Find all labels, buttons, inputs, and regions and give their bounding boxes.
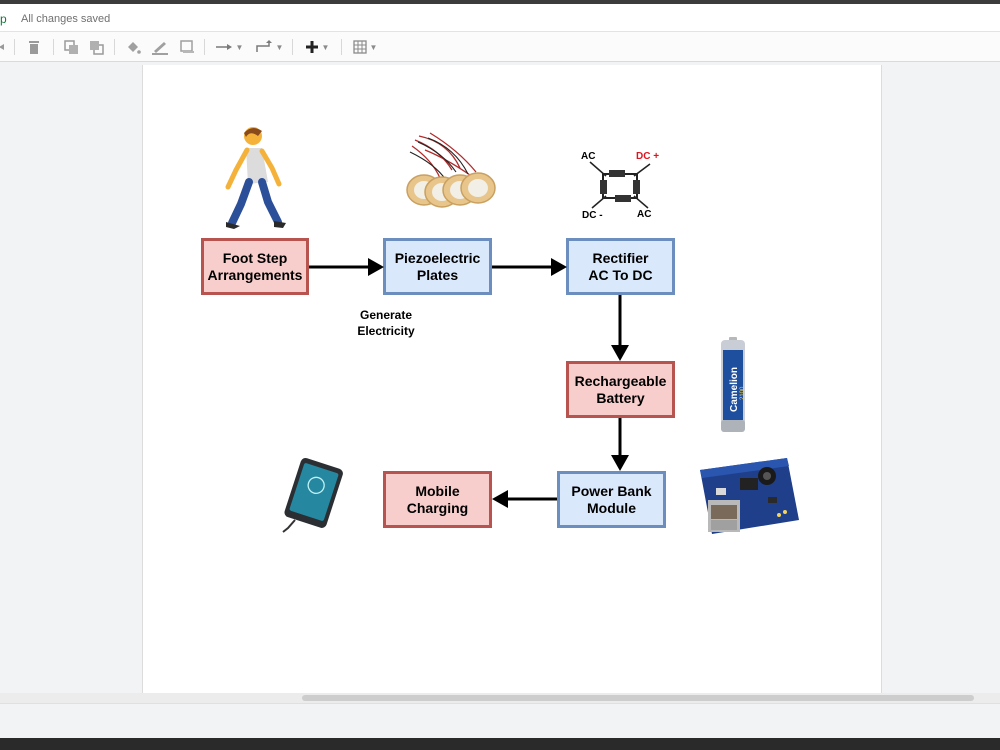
node-foot-step-arrangements[interactable]: Foot Step Arrangements [201,238,309,295]
horizontal-scrollbar-thumb[interactable] [302,695,974,701]
window-top-border [0,0,1000,4]
delete-icon[interactable] [25,38,43,56]
to-back-icon[interactable] [87,38,105,56]
connection-icon[interactable]: ▼ [214,38,244,56]
toolbar-separator [292,39,293,55]
toolbar-separator [341,39,342,55]
fill-color-icon[interactable] [124,38,142,56]
page-tabs-bar [0,703,1000,738]
shadow-icon[interactable] [178,38,196,56]
toolbar-separator [14,39,15,55]
node-rectifier[interactable]: Rectifier AC To DC [566,238,675,295]
waypoints-icon[interactable]: ▼ [254,38,284,56]
taskbar [0,738,1000,750]
save-status: All changes saved [21,13,111,25]
node-piezoelectric-plates[interactable]: Piezoelectric Plates [383,238,492,295]
chevron-down-icon: ▼ [235,42,244,52]
toolbar-separator [204,39,205,55]
edge-label-generate-electricity[interactable]: Generate Electricity [357,308,415,338]
redo-icon[interactable] [0,38,6,56]
chevron-down-icon: ▼ [321,42,330,52]
insert-icon[interactable]: ▼ [302,38,332,56]
toolbar: ▼ ▼ ▼ ▼ [0,32,1000,62]
toolbar-separator [53,39,54,55]
table-icon[interactable]: ▼ [350,38,380,56]
line-color-icon[interactable] [150,38,170,56]
toolbar-separator [114,39,115,55]
to-front-icon[interactable] [62,38,80,56]
app-name[interactable]: p [0,12,7,26]
menu-bar: p All changes saved [0,4,1000,32]
node-rechargeable-battery[interactable]: Rechargeable Battery [566,361,675,418]
chevron-down-icon: ▼ [369,42,378,52]
node-mobile-charging[interactable]: Mobile Charging [383,471,492,528]
chevron-down-icon: ▼ [275,42,284,52]
node-power-bank-module[interactable]: Power Bank Module [557,471,666,528]
diagram-page[interactable] [142,65,882,693]
